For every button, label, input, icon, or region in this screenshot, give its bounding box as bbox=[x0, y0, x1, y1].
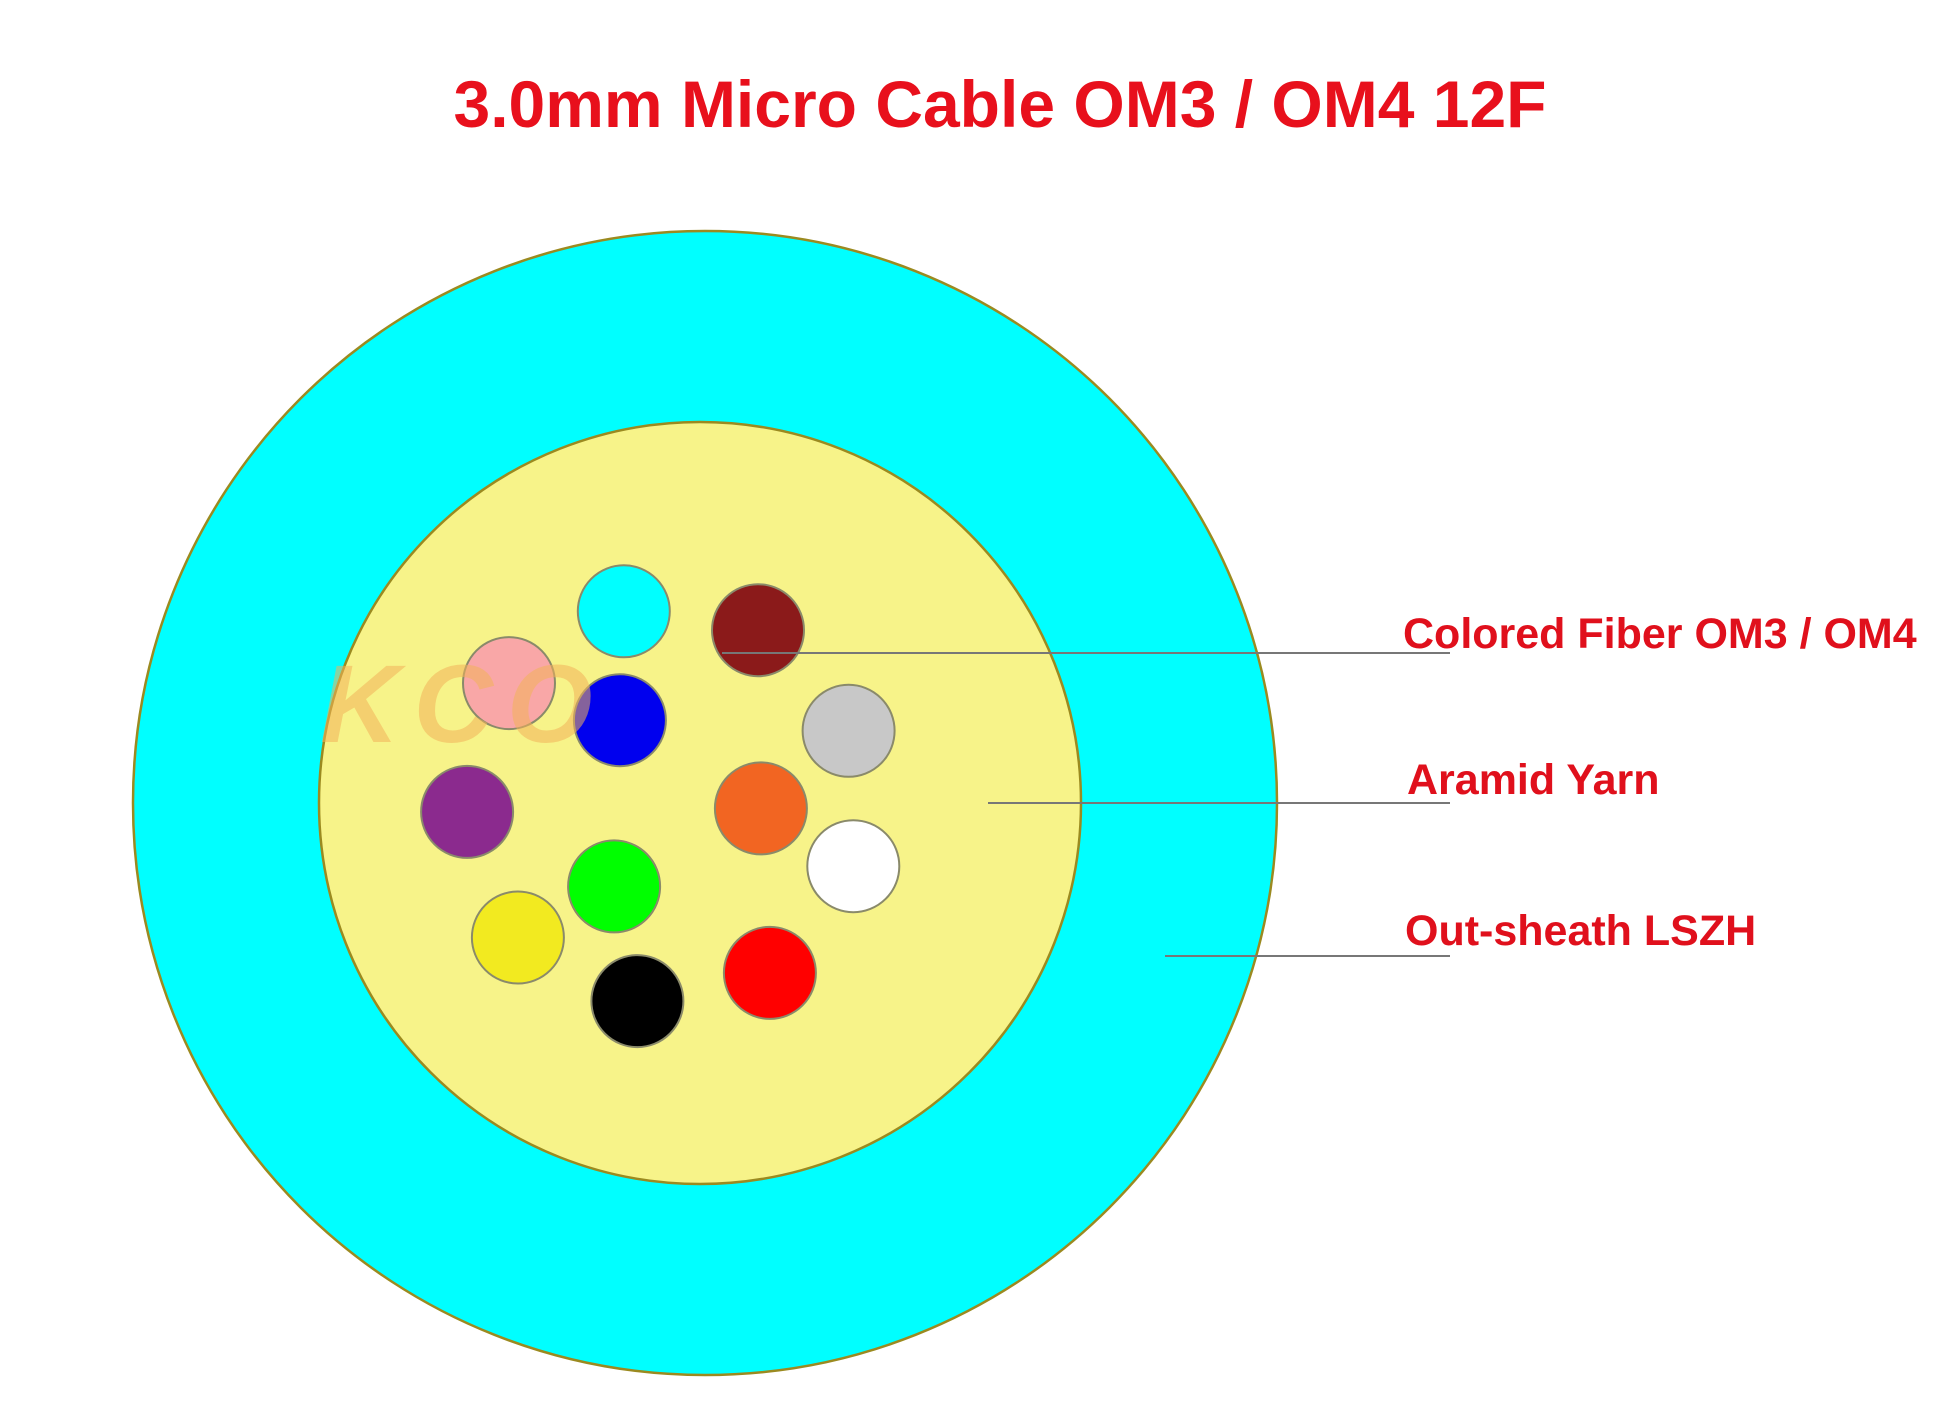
fiber-slate bbox=[801, 683, 896, 778]
fiber-green bbox=[567, 839, 662, 934]
fiber-bundle bbox=[420, 564, 901, 1049]
fiber-brown bbox=[711, 583, 805, 678]
fiber-blue bbox=[572, 673, 667, 768]
fiber-black bbox=[590, 954, 685, 1049]
callout-out-sheath: Out-sheath LSZH bbox=[1405, 907, 1756, 955]
fiber-yellow bbox=[470, 890, 565, 985]
fiber-red bbox=[722, 925, 817, 1020]
callout-aramid-yarn: Aramid Yarn bbox=[1407, 756, 1660, 804]
fiber-white bbox=[806, 819, 901, 914]
kco-watermark: KCO bbox=[320, 643, 606, 766]
diagram-title: 3.0mm Micro Cable OM3 / OM4 12F bbox=[454, 67, 1547, 141]
leader-lines bbox=[722, 652, 1450, 957]
fiber-aqua bbox=[576, 564, 671, 659]
fiber-violet bbox=[420, 764, 515, 859]
fiber-rose bbox=[462, 636, 556, 731]
callout-colored-fiber: Colored Fiber OM3 / OM4 bbox=[1403, 610, 1917, 658]
fiber-orange bbox=[713, 761, 808, 856]
